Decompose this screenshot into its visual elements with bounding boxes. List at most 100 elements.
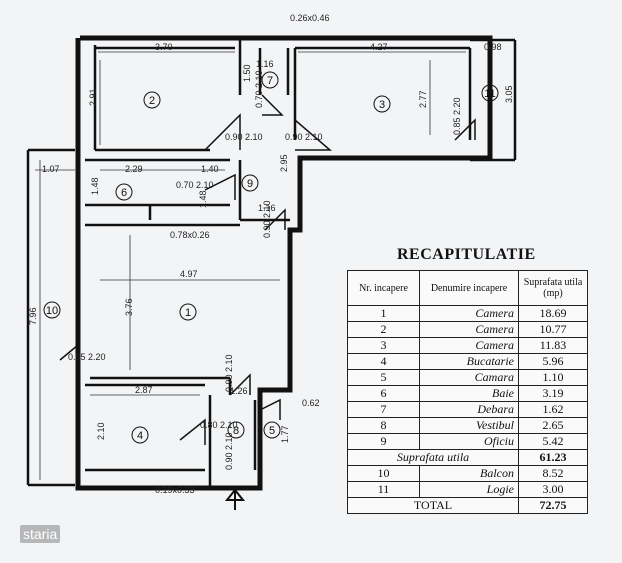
room-number-9: 9 [247,178,253,190]
row-area: 18.69 [518,305,588,322]
row-nr: 2 [347,321,420,338]
room-number-10: 10 [46,305,58,317]
row-nr: 1 [347,305,420,322]
watermark-logo: staria [20,525,61,543]
row-name: Debara [419,401,519,418]
dim-r2-height: 2.91 [88,88,98,106]
recap-title: RECAPITULATIE [397,246,536,263]
row-name: Camera [419,337,519,354]
dim-bottom-beam: 0.19x0.33 [155,485,195,495]
row-nr: 3 [347,337,420,354]
dim-r11-width: 0.98 [484,42,502,52]
row-name: Camera [419,321,519,338]
dim-r8-w: 1.26 [230,386,248,396]
dim-r7-w: 1.16 [256,59,274,69]
dim-door-r9: 0.90 2.10 [262,200,272,238]
total-value: 72.75 [518,497,588,514]
subtotal-value: 61.23 [518,449,588,466]
dim-r11-height: 3.05 [504,85,514,103]
dim-r6-height: 1.48 [90,177,100,195]
dim-door-r4: 0.80 2.10 [200,420,238,430]
row-name: Bucatarie [419,353,519,370]
row-name: Oficiu [419,433,519,450]
dim-top-gap: 0.26x0.46 [290,13,330,23]
room-number-7: 7 [267,75,273,87]
dim-r7-h: 1.50 [242,64,252,82]
row-area: 5.96 [518,353,588,370]
row-area: 8.52 [518,465,588,482]
dim-r10-top: 1.07 [42,164,60,174]
room-number-3: 3 [379,99,385,111]
dim-door-entry: 0.90 2.10 [224,432,234,470]
room-number-11: 11 [484,88,495,100]
subtotal-label: Suprafata utila [347,449,519,466]
dim-r9-width: 1.16 [258,203,276,213]
dim-r5-side: 0.62 [302,398,320,408]
dim-r3-width: 4.27 [370,42,388,52]
row-area: 3.19 [518,385,588,402]
row-name: Camera [419,305,519,322]
row-area: 1.10 [518,369,588,386]
row-name: Balcon [419,465,519,482]
dim-door-r10: 0.85 2.20 [68,352,106,362]
dim-r6-width: 2.29 [125,164,143,174]
room-number-1: 1 [185,307,191,319]
dim-r3-height: 2.77 [418,90,428,108]
dim-door-a: 0.90 2.10 [225,132,263,142]
dim-door-r7: 0.70 2.10 [254,70,264,108]
dim-r9-height: 2.95 [279,154,289,172]
row-nr: 4 [347,353,420,370]
row-nr: 11 [347,481,420,498]
total-label: TOTAL [347,497,519,514]
dim-door-b: 0.90 2.10 [285,132,323,142]
row-nr: 10 [347,465,420,482]
room-number-6: 6 [121,187,127,199]
dim-door-r6-h: 1.48 [198,190,208,208]
dim-r1-width: 4.97 [180,269,198,279]
header-name: Denumire incapere [419,270,519,306]
dim-r1-height: 3.76 [124,298,134,316]
room-number-8: 8 [233,425,239,437]
recap-header-row: Nr. incapere Denumire incapere Suprafata… [347,270,588,306]
row-name: Logie [419,481,519,498]
dim-door-r3: 0.85 2.20 [452,97,462,135]
dim-r10-height: 7.96 [28,307,38,325]
recap-table: Nr. incapere Denumire incapere Suprafata… [347,270,588,514]
row-nr: 6 [347,385,420,402]
dim-r5-h: 1.77 [280,425,290,443]
room-number-2: 2 [149,95,155,107]
row-name: Camara [419,369,519,386]
row-nr: 7 [347,401,420,418]
dim-r2-width: 3.70 [155,42,173,52]
room-number-4: 4 [137,430,143,442]
row-area: 3.00 [518,481,588,498]
row-nr: 9 [347,433,420,450]
row-area: 11.83 [518,337,588,354]
dim-r4-width: 2.87 [135,385,153,395]
row-name: Baie [419,385,519,402]
row-area: 5.42 [518,433,588,450]
row-nr: 5 [347,369,420,386]
row-area: 2.65 [518,417,588,434]
row-nr: 8 [347,417,420,434]
dim-door-r1: 0.90 2.10 [224,354,234,392]
dim-beam: 0.78x0.26 [170,230,210,240]
header-area: Suprafata utila (mp) [518,270,588,306]
dim-r4-height: 2.10 [96,422,106,440]
dim-r6-sub: 1.40 [201,164,219,174]
room-number-5: 5 [269,425,275,437]
row-area: 1.62 [518,401,588,418]
